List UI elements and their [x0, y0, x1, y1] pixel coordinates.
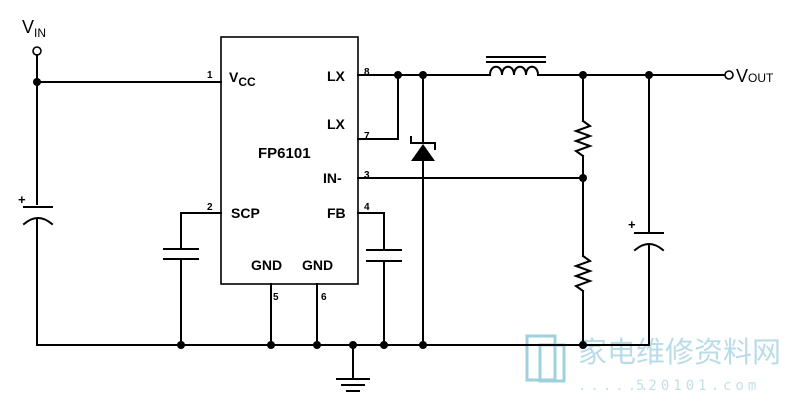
junction-dot [349, 341, 357, 349]
pin-label-in-minus: IN- [323, 170, 342, 186]
junction-dot [579, 174, 587, 182]
pin-label-vcc: VCC [229, 69, 256, 89]
pin-label-gnd-5: GND [251, 257, 282, 273]
input-capacitor: + [18, 192, 54, 226]
watermark-chinese-text: 家电维修资料网 [578, 335, 781, 369]
ic-part-name: FP6101 [258, 145, 311, 162]
watermark-url-dots: ...... [578, 378, 653, 394]
pin-number-5: 5 [273, 292, 279, 303]
vout-terminal [724, 70, 734, 80]
junction-dot [419, 341, 427, 349]
pin-number-7: 7 [364, 131, 370, 142]
watermark-logo-icon [525, 334, 566, 383]
pin-label-fb: FB [327, 205, 346, 221]
output-capacitor: + [628, 217, 665, 252]
junction-dot [33, 78, 41, 86]
vin-label: VIN [22, 17, 46, 40]
vin-terminal [32, 46, 42, 56]
pin-label-scp: SCP [231, 205, 260, 221]
input-cap-plus: + [18, 192, 26, 207]
inductor [486, 56, 546, 77]
vout-label: VOUT [736, 66, 774, 86]
junction-dot [419, 71, 427, 79]
scp-capacitor [163, 248, 199, 260]
fp6101-ic-body [220, 36, 359, 285]
junction-dot [313, 341, 321, 349]
junction-dot [579, 71, 587, 79]
pin-number-1: 1 [207, 70, 213, 81]
pin-number-3: 3 [364, 170, 370, 181]
watermark-url-text: 520101.com [636, 378, 760, 394]
junction-dot [579, 341, 587, 349]
watermark: 家电维修资料网 520101.com ...... [525, 334, 781, 394]
fb-wire [357, 212, 385, 251]
pin-number-8: 8 [364, 67, 370, 78]
output-cap-plus: + [628, 217, 636, 232]
scp-wire [180, 212, 222, 250]
junction-dot [394, 71, 402, 79]
lx7-wire [357, 74, 399, 140]
pin-label-lx-7: LX [327, 116, 346, 132]
pin-number-4: 4 [364, 202, 370, 213]
upper-resistor [573, 119, 593, 158]
junction-dots [33, 71, 653, 349]
pin-label-lx-8: LX [327, 68, 346, 84]
schottky-diode [410, 136, 436, 161]
junction-dot [267, 341, 275, 349]
junction-dot [645, 71, 653, 79]
fb-capacitor [366, 249, 402, 262]
junction-dot [177, 341, 185, 349]
pin-label-gnd-6: GND [302, 257, 333, 273]
junction-dot [380, 341, 388, 349]
pin-number-2: 2 [207, 202, 213, 213]
pin-number-6: 6 [321, 292, 327, 303]
lower-resistor [573, 254, 593, 293]
output-cap-ground-wire [582, 244, 650, 346]
ground-symbol-icon [336, 344, 370, 392]
